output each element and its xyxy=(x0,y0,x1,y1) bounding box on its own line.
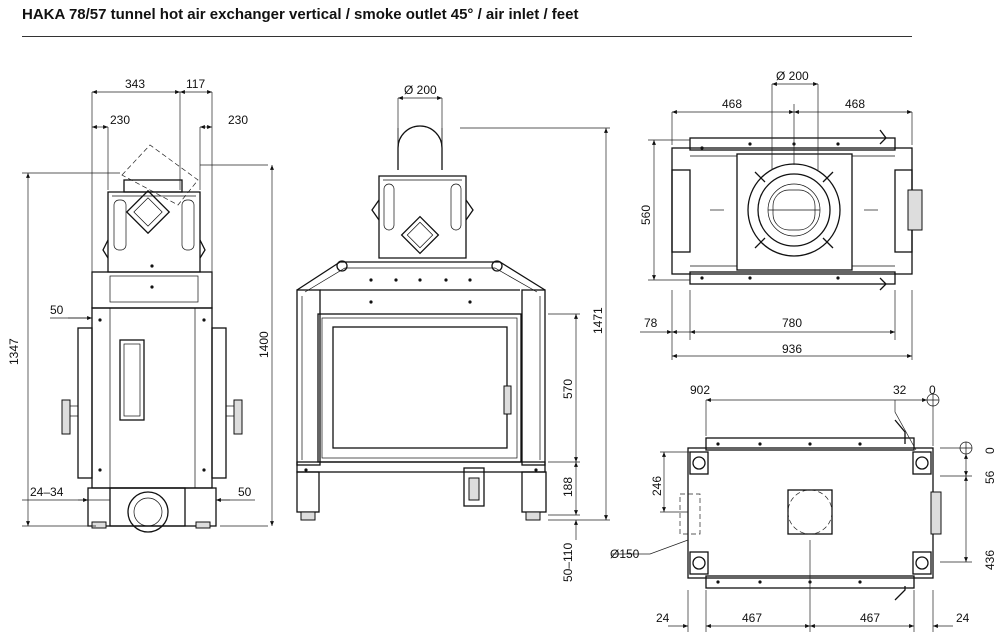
dim-d200-front: Ø 200 xyxy=(404,83,437,97)
dim-50-bottom: 50 xyxy=(238,485,252,499)
dim-24-34: 24–34 xyxy=(30,485,64,499)
dim-468-left: 468 xyxy=(722,97,742,111)
side-view: 343 117 230 230 1347 1400 50 24–34 50 xyxy=(7,77,274,533)
dim-188: 188 xyxy=(561,477,575,497)
dim-117: 117 xyxy=(186,77,205,91)
dim-936: 936 xyxy=(782,342,802,356)
dim-24-left: 24 xyxy=(656,611,670,625)
top-view: Ø 200 468 468 560 78 780 936 xyxy=(639,69,923,360)
dim-343: 343 xyxy=(125,77,145,91)
dim-d150: Ø150 xyxy=(610,547,640,561)
dim-467-right: 467 xyxy=(860,611,880,625)
dim-24-right: 24 xyxy=(956,611,970,625)
dim-780: 780 xyxy=(782,316,802,330)
dim-0-right: 0 xyxy=(983,447,997,454)
dim-50-110: 50–110 xyxy=(561,543,575,582)
drawing-title: HAKA 78/57 tunnel hot air exchanger vert… xyxy=(22,6,579,23)
dim-436: 436 xyxy=(983,550,997,570)
dim-1471: 1471 xyxy=(591,307,605,334)
front-view: Ø 200 1471 570 188 50–110 xyxy=(296,83,610,582)
dim-32: 32 xyxy=(893,383,907,397)
dim-902: 902 xyxy=(690,383,710,397)
dim-570: 570 xyxy=(561,379,575,399)
dim-246: 246 xyxy=(650,476,664,496)
dim-78: 78 xyxy=(644,316,658,330)
dim-50-top: 50 xyxy=(50,303,64,317)
dim-230-right: 230 xyxy=(228,113,248,127)
base-view: 902 32 0 0 246 56 436 Ø150 24 467 467 24 xyxy=(610,383,997,632)
dim-230-left: 230 xyxy=(110,113,130,127)
dim-468-right: 468 xyxy=(845,97,865,111)
dim-d200-top: Ø 200 xyxy=(776,69,809,83)
dim-56: 56 xyxy=(983,470,997,484)
dim-467-left: 467 xyxy=(742,611,762,625)
dim-0-top: 0 xyxy=(929,383,936,397)
title-rule xyxy=(22,36,912,37)
dim-1400: 1400 xyxy=(257,331,271,358)
dim-560: 560 xyxy=(639,205,653,225)
dim-1347: 1347 xyxy=(7,338,21,365)
